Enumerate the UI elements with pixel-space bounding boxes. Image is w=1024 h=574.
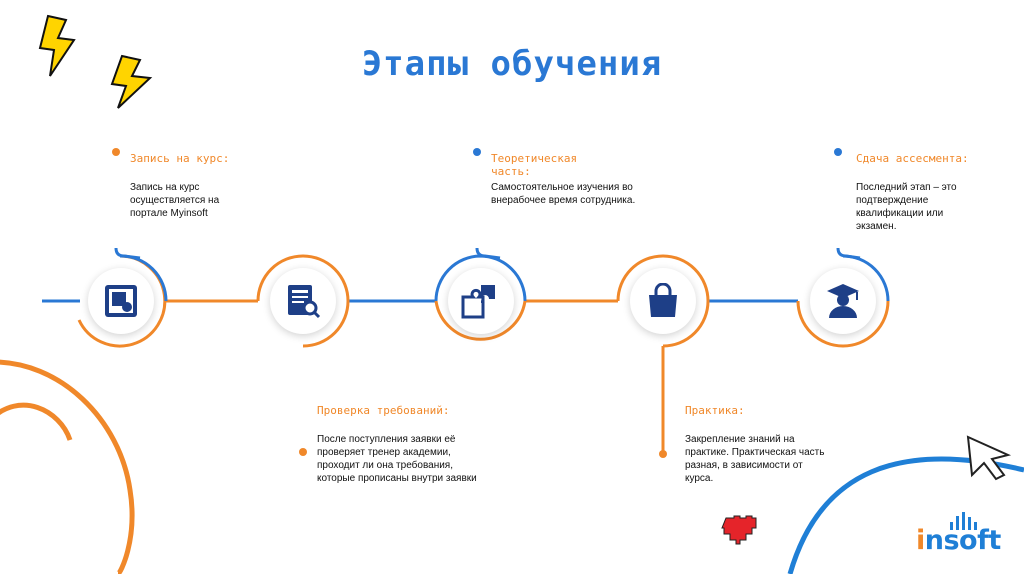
stage-3-circle [448, 268, 514, 334]
stage-5-circle [810, 268, 876, 334]
stage-1-circle [88, 268, 154, 334]
stage-3-text: Самостоятельное изучения во внерабочее в… [491, 182, 636, 206]
stage-5-title: Сдача ассесмента: [856, 152, 969, 165]
stage-4-title: Практика: [685, 404, 745, 417]
cursor-icon [966, 435, 1012, 481]
graduate-icon [827, 284, 859, 318]
puzzle-icon [461, 285, 495, 319]
stage-5-text: Последний этап – это подтверждение квали… [856, 182, 957, 232]
logo-bars-icon [950, 512, 977, 530]
stage-2-title: Проверка требований: [317, 404, 450, 417]
shopping-bag-icon [649, 283, 677, 317]
stage-1-title: Запись на курс: [130, 152, 230, 165]
stage-2-circle [270, 268, 336, 334]
document-search-icon [288, 285, 321, 319]
decorative-orange-swirl [0, 359, 135, 574]
insoft-logo: insoft [916, 525, 1001, 556]
stage-4-text: Закрепление знаний на практике. Практиче… [685, 434, 825, 484]
stage-1-text: Запись на курс осуществляется на портале… [130, 182, 220, 219]
lightning-icon [110, 54, 153, 109]
stage-2-text: После поступления заявки её проверяет тр… [317, 434, 477, 484]
heart-icon [721, 515, 757, 545]
lightning-icon [38, 14, 76, 77]
registration-icon [105, 285, 137, 317]
page-title: Этапы обучения [361, 44, 663, 84]
stage-4-circle [630, 268, 696, 334]
stage-3-title: Теоретическая часть: [491, 152, 578, 178]
